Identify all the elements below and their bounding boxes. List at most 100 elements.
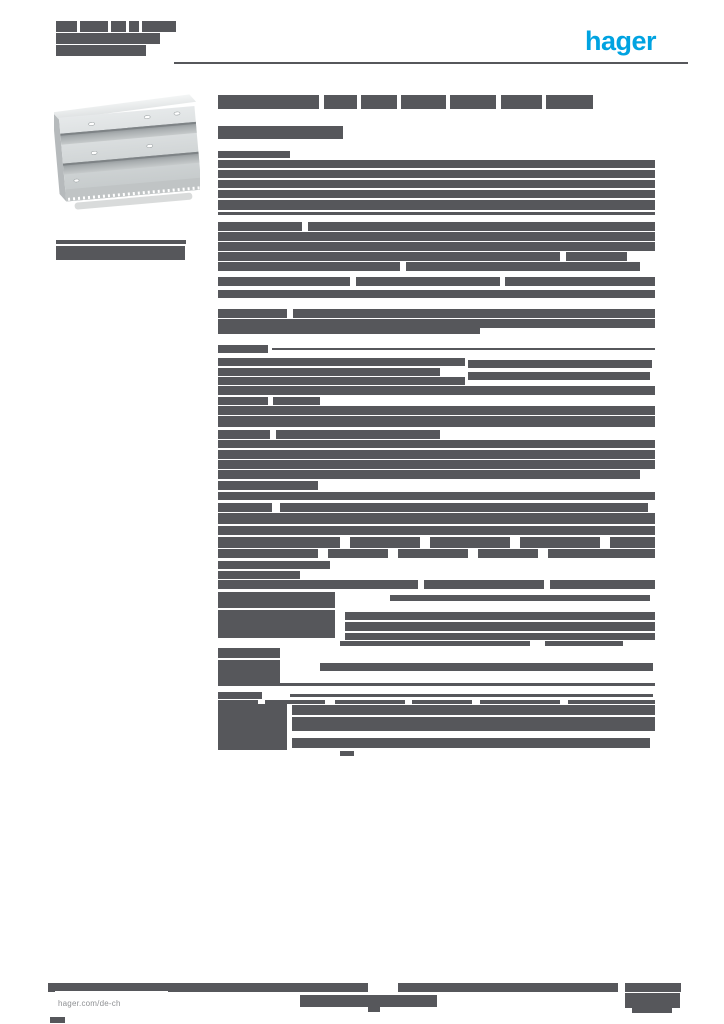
redacted-text-bar	[218, 345, 268, 353]
redacted-text-bar	[520, 537, 600, 548]
redacted-header-line	[111, 21, 126, 32]
redacted-text-bar	[218, 704, 287, 750]
redacted-header-line	[129, 21, 139, 32]
redacted-text-bar	[218, 580, 418, 589]
redacted-text-bar	[218, 549, 318, 558]
redacted-text-bar	[218, 170, 655, 178]
redacted-text-bar	[218, 660, 280, 683]
footer-redaction-bar	[48, 983, 368, 992]
redacted-text-bar	[293, 309, 655, 318]
redacted-text-bar	[424, 580, 544, 589]
redacted-text-bar	[218, 648, 280, 658]
redacted-text-bar	[218, 358, 465, 366]
redacted-text-bar	[345, 612, 655, 620]
redacted-reference-line	[56, 240, 186, 244]
hager-logo: hager	[585, 26, 657, 56]
redacted-text-bar	[218, 416, 655, 427]
redacted-text-bar	[218, 526, 655, 535]
redacted-text-bar	[505, 277, 655, 286]
redacted-header-line	[56, 33, 160, 44]
redacted-text-bar	[550, 580, 655, 589]
redacted-text-bar	[218, 242, 655, 251]
redacted-header-line	[56, 21, 77, 32]
redacted-text-bar	[218, 377, 465, 385]
redacted-text-bar	[546, 95, 593, 109]
trunking-image	[52, 94, 202, 210]
redacted-text-bar	[218, 571, 300, 579]
redacted-text-bar	[272, 348, 655, 350]
redacted-text-bar	[401, 95, 446, 109]
footer-redaction-bar	[50, 1017, 65, 1023]
footer-redaction-bar	[398, 983, 618, 992]
redacted-text-bar	[218, 200, 655, 210]
redacted-text-bar	[218, 262, 400, 271]
redacted-text-bar	[218, 95, 319, 109]
redacted-text-bar	[218, 406, 655, 415]
redacted-text-bar	[218, 450, 655, 459]
redacted-text-bar	[218, 368, 440, 376]
redacted-text-bar	[566, 252, 627, 261]
redacted-text-bar	[480, 700, 560, 704]
redacted-text-bar	[292, 717, 655, 731]
redacted-text-bar	[218, 180, 655, 188]
redacted-text-bar	[280, 503, 648, 512]
redacted-text-bar	[218, 481, 318, 490]
redacted-text-bar	[218, 430, 270, 439]
product-photo	[52, 84, 202, 216]
redacted-text-bar	[218, 232, 655, 241]
redacted-text-bar	[265, 700, 325, 704]
redacted-text-bar	[335, 700, 405, 704]
footer-site-link[interactable]: hager.com/de-ch	[58, 999, 121, 1008]
redacted-reference-line	[56, 246, 185, 260]
divider-rule	[174, 62, 688, 64]
redacted-text-bar	[276, 430, 440, 439]
footer-redaction-bar	[632, 1008, 672, 1013]
redacted-text-bar	[218, 537, 340, 548]
redacted-text-bar	[350, 537, 420, 548]
redacted-text-bar	[468, 372, 650, 380]
redacted-text-bar	[218, 492, 655, 500]
redacted-text-bar	[328, 549, 388, 558]
redacted-text-bar	[218, 610, 335, 638]
redacted-text-bar	[218, 126, 343, 139]
redacted-text-bar	[390, 595, 650, 601]
redacted-text-bar	[218, 319, 655, 328]
redacted-text-bar	[340, 751, 354, 756]
redacted-text-bar	[218, 212, 655, 215]
redacted-text-bar	[218, 222, 302, 231]
redacted-header-line	[142, 21, 176, 32]
redacted-text-bar	[218, 309, 287, 318]
redacted-text-bar	[324, 95, 357, 109]
redacted-text-bar	[218, 513, 655, 524]
redacted-text-bar	[218, 290, 655, 298]
redacted-text-bar	[406, 262, 640, 271]
redacted-text-bar	[545, 641, 623, 646]
redacted-text-bar	[340, 641, 530, 646]
footer-redaction-bar	[625, 983, 681, 992]
redacted-text-bar	[356, 277, 500, 286]
redacted-text-bar	[345, 622, 655, 631]
redacted-text-bar	[292, 738, 650, 748]
redacted-text-bar	[273, 397, 320, 405]
footer-redaction-bar	[300, 995, 437, 1007]
redacted-text-bar	[218, 700, 258, 704]
redacted-text-bar	[361, 95, 397, 109]
redacted-text-bar	[218, 692, 262, 699]
redacted-text-bar	[610, 537, 655, 548]
redacted-text-bar	[218, 470, 640, 479]
footer-link-box: hager.com/de-ch	[55, 991, 168, 1016]
redacted-text-bar	[218, 592, 335, 608]
redacted-text-bar	[218, 160, 655, 168]
footer-redaction-bar	[368, 1007, 380, 1012]
redacted-text-bar	[218, 561, 330, 569]
redacted-text-bar	[218, 503, 272, 512]
redacted-text-bar	[218, 440, 655, 448]
footer-redaction-bar	[625, 993, 680, 1008]
redacted-text-bar	[345, 633, 655, 640]
redacted-text-bar	[320, 663, 653, 671]
